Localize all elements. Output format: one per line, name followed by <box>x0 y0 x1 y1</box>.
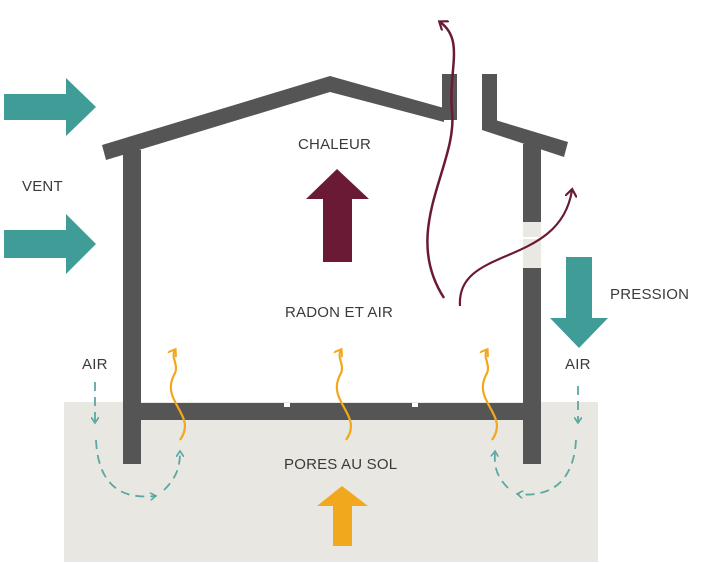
chimney-right <box>482 74 497 128</box>
roof <box>102 76 444 160</box>
soil-radon-arrow <box>317 486 368 546</box>
left-wall <box>123 150 141 464</box>
slab-crack <box>284 403 290 407</box>
floor-slab <box>139 403 525 420</box>
right-wall-upper <box>523 144 541 222</box>
radon-air-label: RADON ET AIR <box>285 304 393 321</box>
heat-label: CHALEUR <box>298 136 371 153</box>
radon-wave-arrow-left <box>171 350 187 441</box>
chimney-left <box>442 74 457 120</box>
slab-crack <box>412 403 418 407</box>
right-wall-lower <box>523 268 541 464</box>
roof-right <box>482 116 568 157</box>
radon-wave-arrow-right <box>483 350 499 441</box>
radon-escape-chimney-arrow <box>426 22 456 299</box>
radon-escape-window-arrow <box>458 190 572 307</box>
soil-pores-label: PORES AU SOL <box>284 456 397 473</box>
air-label-left: AIR <box>82 356 108 373</box>
air-flow-right-curve <box>518 439 577 495</box>
air-flow-right-up <box>495 452 509 489</box>
ground-soil <box>64 402 598 562</box>
heat-arrow <box>306 169 369 262</box>
pressure-arrow <box>550 257 608 348</box>
air-flow-left-up <box>163 452 180 491</box>
pressure-label: PRESSION <box>610 286 689 303</box>
wind-arrow-top <box>4 78 96 136</box>
wind-arrow-bottom <box>4 214 96 274</box>
air-flow-left-curve <box>95 439 155 497</box>
air-label-right: AIR <box>565 356 591 373</box>
radon-wave-arrow-center <box>337 350 353 441</box>
wind-label: VENT <box>22 178 63 195</box>
house-structure <box>102 74 568 464</box>
